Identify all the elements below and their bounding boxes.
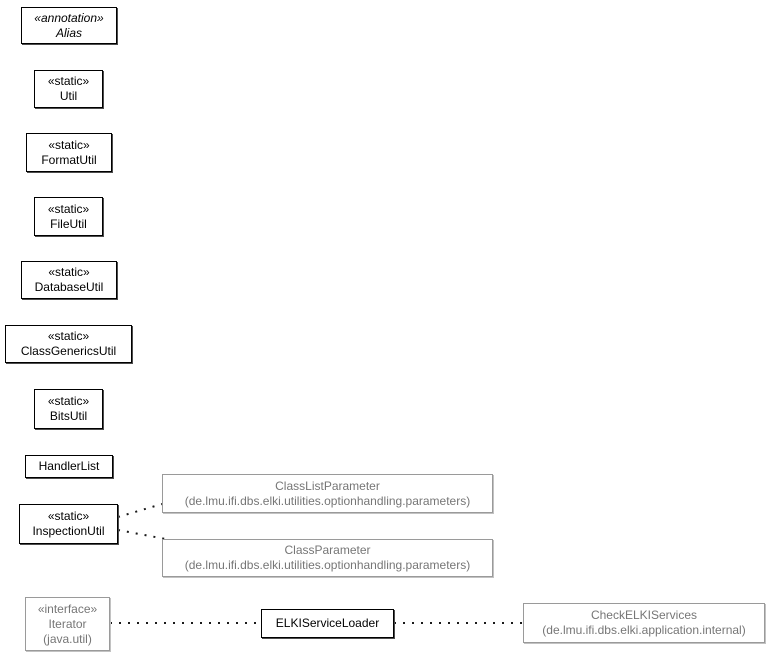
class-stereotype: «static» <box>48 137 90 152</box>
class-stereotype: «static» <box>47 394 90 408</box>
class-name: ClassListParameter <box>275 478 380 493</box>
class-stereotype: «static» <box>48 265 90 279</box>
class-stereotype: «static» <box>47 201 90 216</box>
class-stereotype: «static» <box>47 74 90 88</box>
class-name: InspectionUtil <box>32 524 105 538</box>
class-stereotype: «static» <box>47 329 90 343</box>
class-node-iterator[interactable]: «interface»Iterator(java.util) <box>25 597 110 651</box>
class-node-classparameter[interactable]: ClassParameter(de.lmu.ifi.dbs.elki.utili… <box>162 539 493 577</box>
class-node-classgenericsutil[interactable]: «static»ClassGenericsUtil <box>5 325 132 363</box>
class-name: DatabaseUtil <box>34 280 104 294</box>
class-name: FormatUtil <box>41 152 97 167</box>
class-package: (de.lmu.ifi.dbs.elki.application.interna… <box>542 623 746 637</box>
class-name: ClassGenericsUtil <box>20 344 117 358</box>
class-name: Alias <box>55 25 82 40</box>
class-node-alias[interactable]: «annotation»Alias <box>21 7 117 44</box>
class-name: Util <box>59 89 78 103</box>
class-package: (de.lmu.ifi.dbs.elki.utilities.optionhan… <box>184 493 471 508</box>
class-node-util[interactable]: «static»Util <box>34 70 103 108</box>
class-name: BitsUtil <box>49 409 88 423</box>
class-name: FileUtil <box>50 216 87 231</box>
class-stereotype: «static» <box>47 509 90 523</box>
class-node-elkiserviceloader[interactable]: ELKIServiceLoader <box>261 609 394 638</box>
class-name: ClassParameter <box>284 543 371 557</box>
class-node-formatutil[interactable]: «static»FormatUtil <box>26 133 112 172</box>
class-node-handlerlist[interactable]: HandlerList <box>25 455 113 478</box>
class-name: HandlerList <box>38 459 100 473</box>
class-node-bitsutil[interactable]: «static»BitsUtil <box>34 389 103 429</box>
class-package: (de.lmu.ifi.dbs.elki.utilities.optionhan… <box>184 558 471 572</box>
class-package: (java.util) <box>43 631 92 646</box>
class-name: ELKIServiceLoader <box>275 616 380 630</box>
class-name: Iterator <box>48 616 87 631</box>
class-node-classlistparameter[interactable]: ClassListParameter(de.lmu.ifi.dbs.elki.u… <box>162 474 493 513</box>
class-node-inspectionutil[interactable]: «static»InspectionUtil <box>19 504 118 544</box>
class-stereotype: «interface» <box>37 601 98 616</box>
class-stereotype: «annotation» <box>34 10 104 25</box>
class-node-fileutil[interactable]: «static»FileUtil <box>34 197 103 236</box>
dependency-edge-inspectionutil-classlistparameter <box>117 503 163 518</box>
class-node-databaseutil[interactable]: «static»DatabaseUtil <box>21 261 117 299</box>
class-name: CheckELKIServices <box>590 608 698 622</box>
class-node-checkelkiservices[interactable]: CheckELKIServices(de.lmu.ifi.dbs.elki.ap… <box>523 603 765 643</box>
